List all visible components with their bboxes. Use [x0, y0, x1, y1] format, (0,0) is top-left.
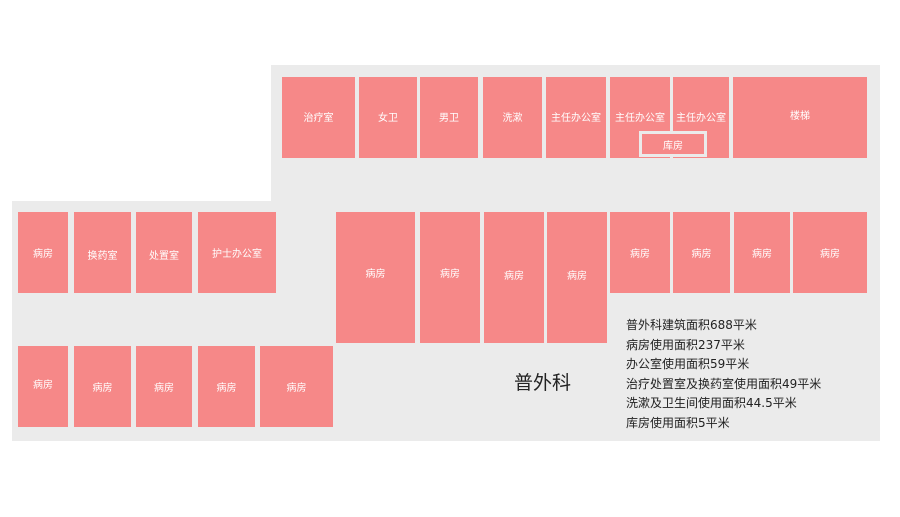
womens-restroom: 女卫 [359, 77, 417, 158]
stat-line: 治疗处置室及换药室使用面积49平米 [626, 376, 822, 391]
treatment-room: 治疗室 [282, 77, 355, 158]
ward-left-1: 病房 [18, 212, 68, 293]
ward-bottom-4: 病房 [198, 346, 255, 427]
dressing-room: 换药室 [74, 212, 131, 293]
ward-bottom-1: 病房 [18, 346, 68, 427]
stat-line: 洗漱及卫生间使用面积44.5平米 [626, 396, 797, 411]
ward-bottom-2: 病房 [74, 346, 131, 427]
stat-line: 普外科建筑面积688平米 [626, 318, 757, 332]
ward-right-4: 病房 [793, 212, 867, 293]
ward-right-3: 病房 [734, 212, 790, 293]
ward-mid-4: 病房 [547, 212, 607, 343]
ward-mid-2: 病房 [420, 212, 480, 343]
ward-mid-1: 病房 [336, 212, 415, 343]
director-office-1: 主任办公室 [546, 77, 606, 158]
stairs: 楼梯 [733, 77, 867, 158]
department-title: 普外科 [514, 372, 572, 394]
storage-room: 库房 [639, 131, 707, 157]
ward-bottom-5: 病房 [260, 346, 333, 427]
nurse-office: 护士办公室 [198, 212, 276, 293]
area-stats: 普外科建筑面积688平米 病房使用面积237平米 办公室使用面积59平米 治疗处… [626, 316, 821, 434]
ward-mid-3: 病房 [484, 212, 544, 343]
ward-right-2: 病房 [673, 212, 730, 293]
stat-line: 库房使用面积5平米 [626, 415, 730, 430]
stat-line: 办公室使用面积59平米 [626, 357, 750, 372]
ward-bottom-3: 病房 [136, 346, 192, 427]
mens-restroom: 男卫 [420, 77, 478, 158]
stat-line: 病房使用面积237平米 [626, 337, 745, 352]
washroom: 洗漱 [483, 77, 542, 158]
procedure-room: 处置室 [136, 212, 192, 293]
ward-right-1: 病房 [610, 212, 670, 293]
